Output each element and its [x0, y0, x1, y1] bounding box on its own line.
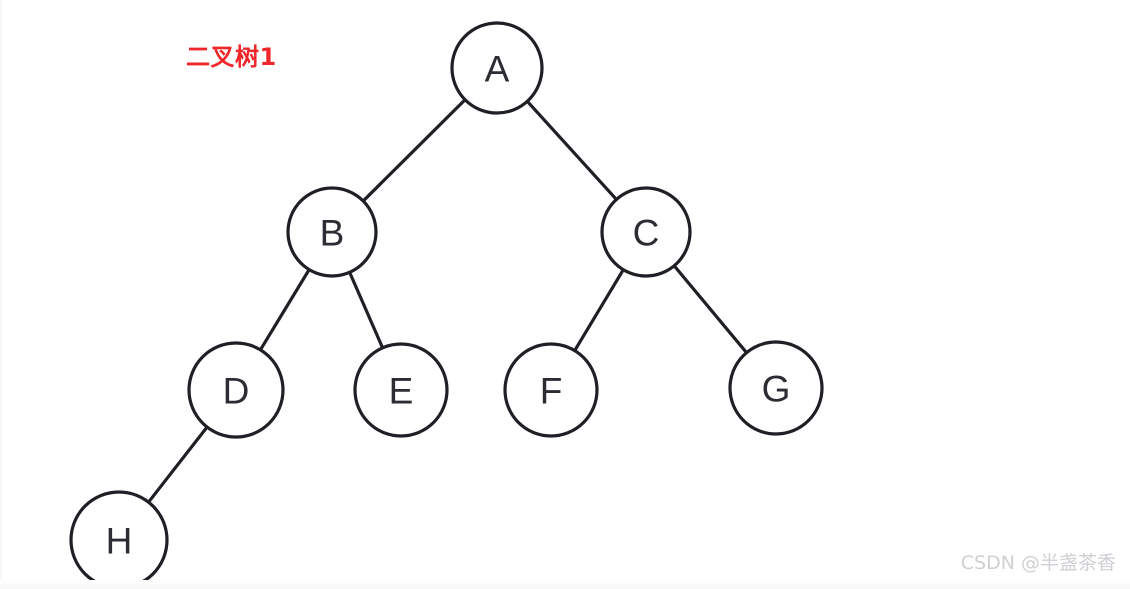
tree-node-g[interactable]: G: [728, 340, 824, 436]
node-label-e: E: [389, 371, 414, 412]
tree-edge-c-g: [671, 263, 749, 356]
tree-edge-a-b: [360, 97, 468, 204]
tree-node-b[interactable]: B: [286, 186, 378, 278]
tree-node-f[interactable]: F: [503, 342, 599, 438]
node-label-a: A: [485, 49, 510, 90]
node-label-d: D: [223, 371, 250, 412]
node-circle-c: [600, 186, 692, 278]
tree-node-h[interactable]: H: [69, 490, 169, 589]
tree-edge-d-h: [146, 424, 210, 505]
node-label-h: H: [106, 521, 133, 562]
tree-node-a[interactable]: A: [450, 21, 544, 115]
node-circle-f: [503, 342, 599, 438]
node-circle-b: [286, 186, 378, 278]
node-circle-e: [353, 342, 449, 438]
tree-edge-c-f: [572, 267, 626, 354]
node-circle-a: [450, 21, 544, 115]
tree-node-e[interactable]: E: [353, 342, 449, 438]
watermark-label: CSDN @半盏茶香: [960, 552, 1116, 574]
tree-edge-a-c: [524, 98, 619, 202]
tree-edge-b-d: [258, 267, 312, 353]
tree-edges-group: [146, 97, 749, 505]
node-label-c: C: [633, 213, 660, 254]
left-edge-strip: [0, 0, 3, 589]
bottom-edge-strip: [0, 580, 1130, 589]
node-circle-g: [728, 340, 824, 436]
tree-nodes-group: A B C D E F G H: [69, 21, 824, 589]
node-label-g: G: [762, 369, 791, 410]
node-label-f: F: [540, 371, 563, 412]
node-label-b: B: [320, 213, 345, 254]
tree-edge-b-e: [347, 269, 385, 351]
tree-node-d[interactable]: D: [187, 341, 285, 439]
tree-node-c[interactable]: C: [600, 186, 692, 278]
node-circle-d: [187, 341, 285, 439]
diagram-title: 二叉树1: [186, 43, 277, 71]
